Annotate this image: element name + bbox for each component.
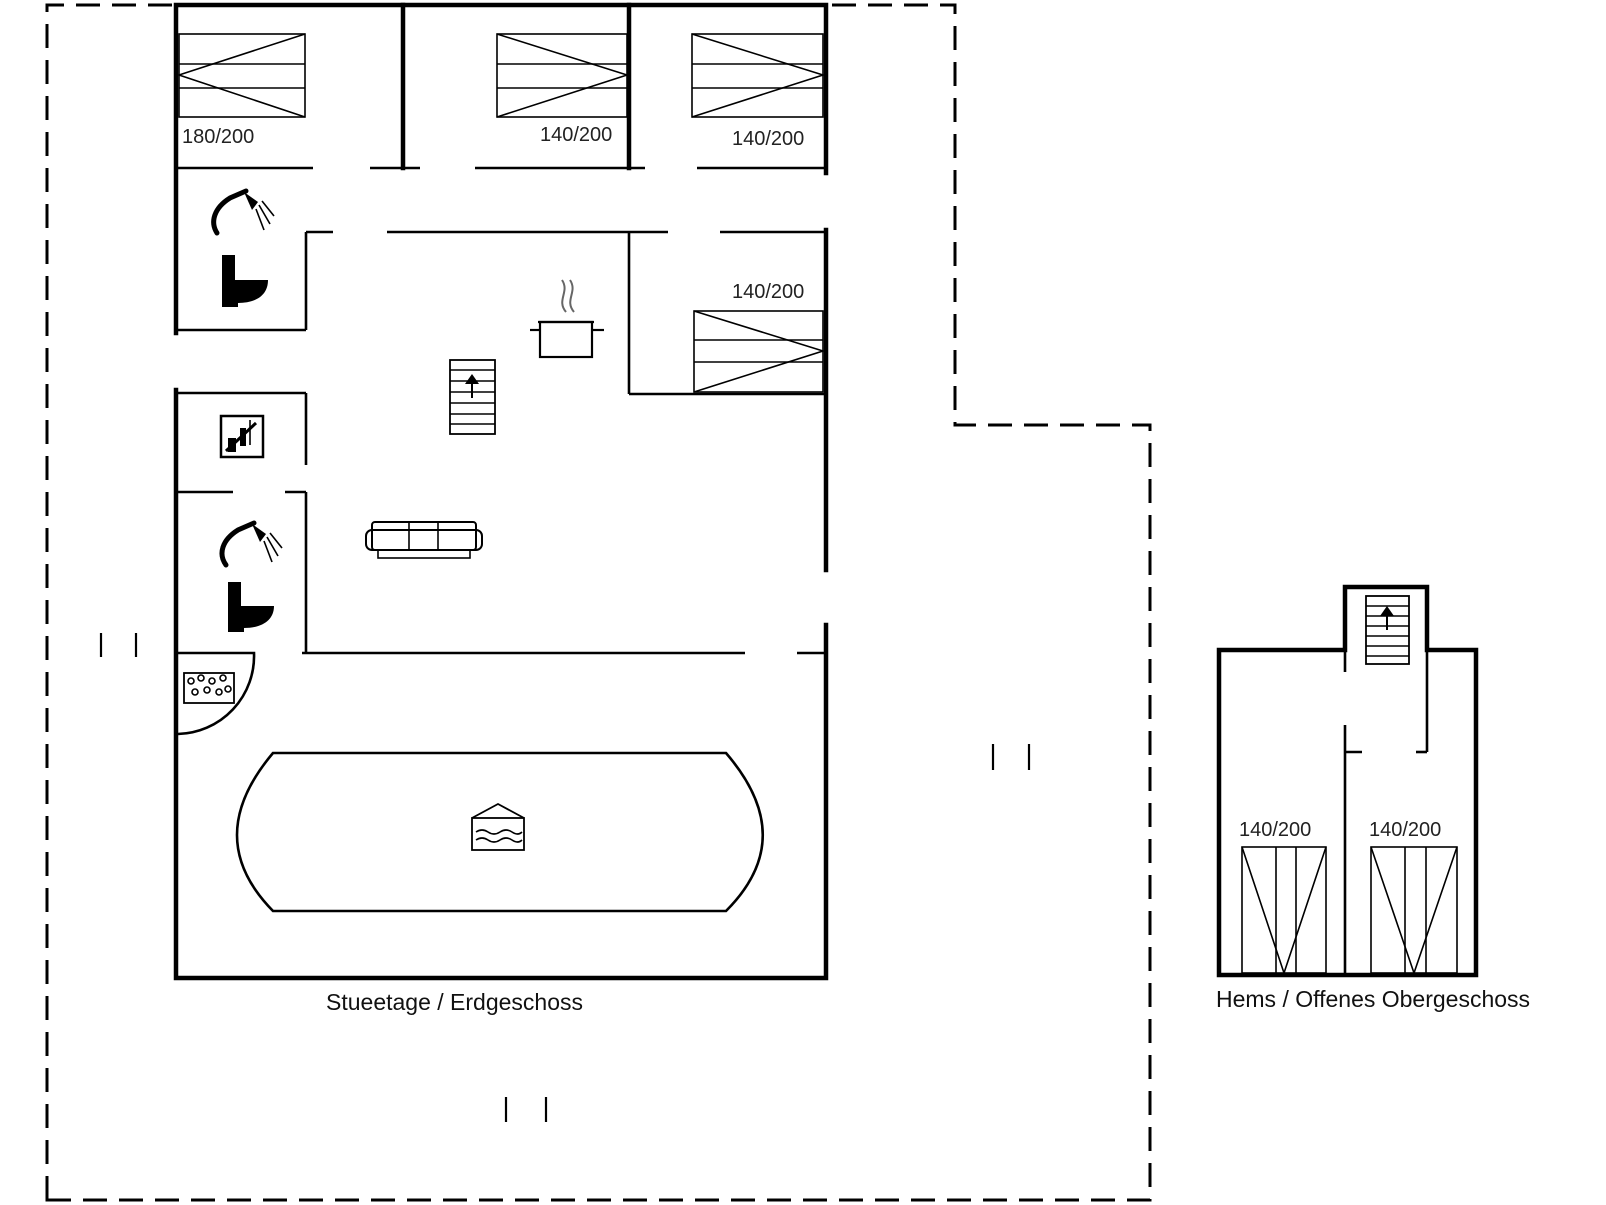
stairs-icon [1365,595,1410,665]
bed [1370,846,1458,976]
bed-label: 140/200 [540,124,612,146]
bed-label: 140/200 [732,281,804,303]
ground-floor-caption: Stueetage / Erdgeschoss [326,989,583,1015]
bed-label: 140/200 [1369,819,1441,841]
bed-label: 140/200 [1239,819,1311,841]
terrace-marker [991,744,1031,770]
outer-wall [1216,584,1479,978]
bed [496,33,630,118]
outer-wall [173,387,829,981]
pool [235,751,764,913]
bed [176,33,306,118]
kitchen-pot-icon [530,279,604,359]
toilet-icon [228,582,274,632]
loft-floor: 140/200 140/200 Hems / Offenes Obergesch… [1216,584,1530,1012]
bed-label: 180/200 [182,126,254,148]
bed-label: 140/200 [732,128,804,150]
bed [1241,846,1327,976]
bed [693,310,826,393]
terrace-marker [504,1097,548,1122]
whirlpool-corner [177,651,256,736]
toilet-icon [222,255,268,307]
washing-machine-icon [219,414,265,459]
shower-icon [211,188,275,236]
terrace-marker [99,633,138,657]
sofa-icon [365,521,483,559]
whirlpool-icon [183,672,235,704]
ground-floor: 180/200 140/200 140/200 140/200 [173,2,829,1015]
shower-icon [219,520,283,568]
stairs-icon [449,359,496,435]
loft-floor-caption: Hems / Offenes Obergeschoss [1216,986,1530,1012]
property-outline [45,3,1152,1202]
pool-icon [471,802,525,851]
bed [691,33,826,118]
